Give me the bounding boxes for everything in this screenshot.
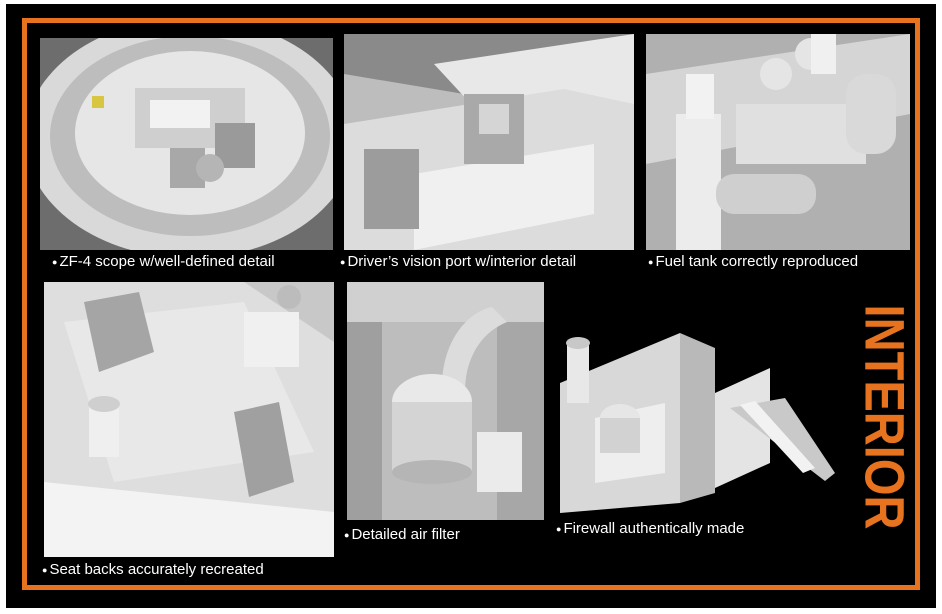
frame-orange-border bbox=[22, 18, 920, 590]
photo-seat-backs bbox=[44, 282, 334, 557]
interior-title: INTERIOR bbox=[845, 300, 925, 535]
caption-air-filter: ●Detailed air filter bbox=[344, 526, 460, 543]
photo-driver-vision-port bbox=[344, 34, 634, 250]
interior-title-text: INTERIOR bbox=[854, 305, 917, 530]
caption-driver-vision-port: ●Driver’s vision port w/interior detail bbox=[340, 253, 577, 270]
photo-air-filter bbox=[347, 282, 544, 520]
photo-zf4-scope bbox=[40, 38, 333, 250]
caption-zf4-scope: ●ZF-4 scope w/well-defined detail bbox=[52, 253, 275, 270]
caption-firewall: ●Firewall authentically made bbox=[556, 520, 745, 537]
caption-seat-backs: ●Seat backs accurately recreated bbox=[42, 561, 264, 578]
caption-fuel-tank: ●Fuel tank correctly reproduced bbox=[648, 253, 859, 270]
photo-firewall bbox=[555, 323, 840, 518]
photo-fuel-tank bbox=[646, 34, 910, 250]
